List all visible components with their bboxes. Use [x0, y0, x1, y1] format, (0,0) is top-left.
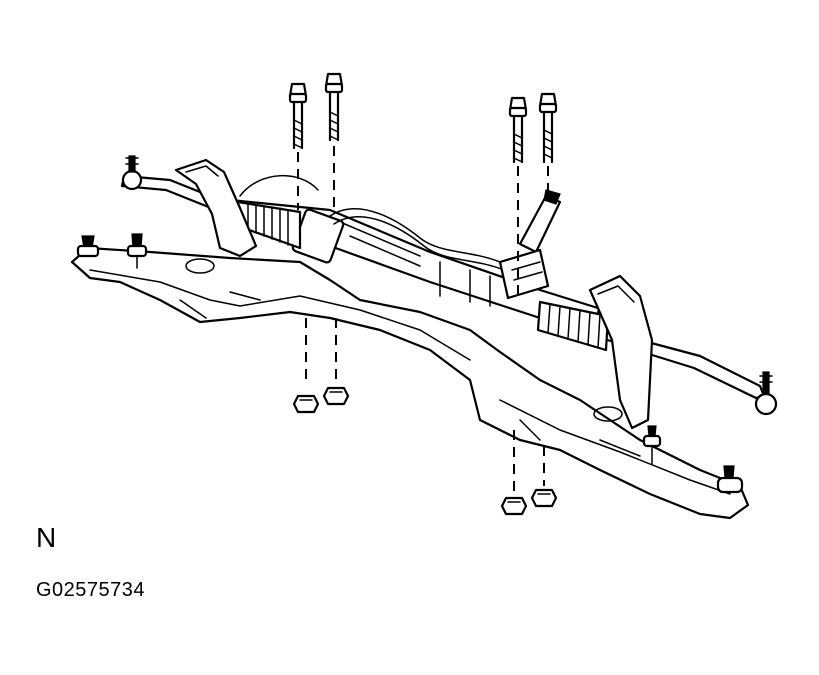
crossmember [70, 246, 750, 520]
right-mount-studs [642, 425, 744, 494]
left-mount-bracket [174, 158, 258, 258]
nut-2 [322, 386, 350, 406]
view-letter-label: N [36, 522, 57, 553]
figure-code-label: G02575734 [36, 579, 146, 601]
right-rack-boot [536, 300, 610, 352]
pinion-valve [498, 189, 562, 300]
nut-4 [530, 488, 558, 508]
mounting-bolt-1 [288, 82, 308, 150]
mounting-bolt-4 [538, 92, 558, 164]
right-mount-bracket [588, 274, 654, 430]
nut-1 [292, 394, 320, 414]
power-steering-lines [239, 175, 505, 271]
alignment-lines [297, 146, 549, 492]
left-mount-studs [76, 233, 148, 269]
mounting-bolt-3 [508, 96, 528, 164]
nut-3 [500, 496, 528, 516]
mounting-bolt-2 [324, 72, 344, 142]
right-tie-rod [634, 338, 778, 416]
